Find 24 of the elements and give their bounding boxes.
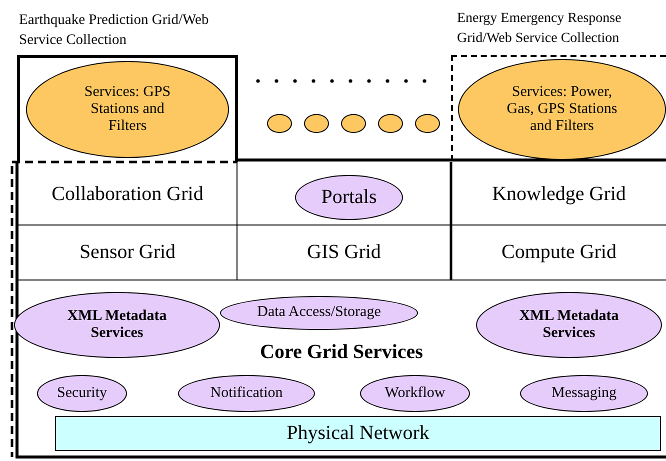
small-ellipse bbox=[304, 114, 329, 133]
collection-heading: Earthquake Prediction Grid/Web Service Collection bbox=[19, 11, 210, 50]
grid-layer-label: GIS Grid bbox=[239, 227, 449, 278]
grid-layer-label: Knowledge Grid bbox=[454, 165, 664, 223]
collection-heading: Energy Emergency Response Grid/Web Service Collection bbox=[457, 10, 622, 48]
small-ellipse bbox=[378, 114, 403, 133]
service-ellipse: Services: Power, Gas, GPS Stations and Filters bbox=[458, 59, 666, 160]
small-ellipse bbox=[415, 114, 440, 133]
network-bar: Physical Network bbox=[55, 416, 661, 451]
layer-title: Core Grid Services bbox=[259, 341, 424, 364]
service-ellipse: XML Metadata Services bbox=[14, 292, 220, 358]
service-ellipse: Notification bbox=[178, 375, 315, 412]
service-ellipse: Workflow bbox=[360, 375, 470, 412]
service-ellipse: Security bbox=[37, 375, 127, 412]
grid-layer-label: Collaboration Grid bbox=[20, 165, 235, 223]
service-ellipse: Portals bbox=[295, 175, 403, 220]
small-ellipse bbox=[267, 114, 292, 133]
service-ellipse: Services: GPS Stations and Filters bbox=[26, 61, 229, 158]
grid-layer-label: Sensor Grid bbox=[20, 227, 235, 278]
grid-layer-label: Compute Grid bbox=[454, 227, 664, 278]
service-ellipse: XML Metadata Services bbox=[476, 292, 662, 358]
service-ellipse: Messaging bbox=[520, 375, 648, 412]
service-ellipse: Data Access/Storage bbox=[220, 296, 418, 330]
small-ellipse bbox=[341, 114, 366, 133]
